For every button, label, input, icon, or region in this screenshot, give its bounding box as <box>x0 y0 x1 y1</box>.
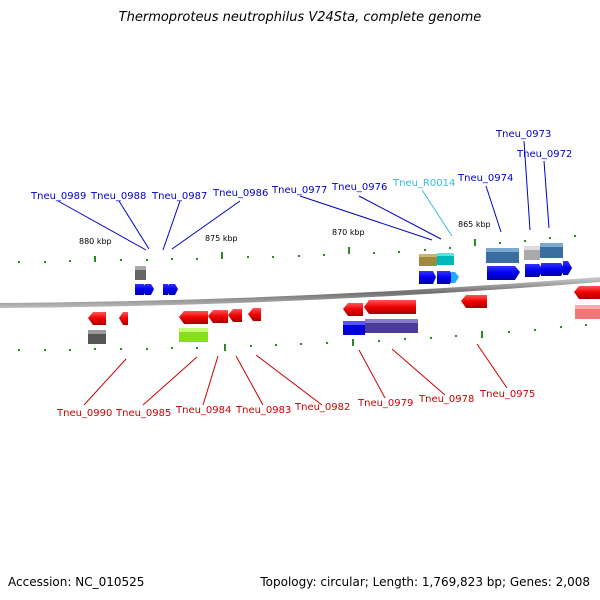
gene-block <box>135 266 146 280</box>
gene-arrow <box>525 264 543 277</box>
gene-arrow <box>179 311 208 324</box>
gene-arrow <box>574 286 600 299</box>
gene-label-tneu-0979: Tneu_0979 <box>357 398 413 409</box>
gene-arrow <box>487 266 520 280</box>
genome-backbone <box>0 277 600 308</box>
scale-label-865: 865 kbp <box>458 220 491 229</box>
gene-arrow <box>343 303 363 316</box>
gene-arrow <box>119 312 128 325</box>
gene-arrow <box>419 271 436 284</box>
gene-label-tneu-0983: Tneu_0983 <box>235 405 291 416</box>
gene-arrow <box>461 295 487 308</box>
gene-label-tneu-0976: Tneu_0976 <box>331 182 387 193</box>
gene-label-tneu-0988: Tneu_0988 <box>90 191 146 202</box>
gene-arrow <box>135 284 147 295</box>
gene-arrow <box>145 284 154 295</box>
gene-label-tneu-0975: Tneu_0975 <box>479 389 535 400</box>
gene-label-tneu-0972: Tneu_0972 <box>516 149 572 160</box>
gene-arrow <box>208 310 228 323</box>
gene-label-tneu-0985: Tneu_0985 <box>115 408 171 419</box>
gene-label-tneu-0990: Tneu_0990 <box>56 408 112 419</box>
gene-label-tneu-0989: Tneu_0989 <box>30 191 86 202</box>
gene-arrow <box>364 300 416 314</box>
gene-label-tneu-0977: Tneu_0977 <box>271 185 327 196</box>
reverse-gene-features <box>88 286 600 344</box>
gene-label-tneu-0984: Tneu_0984 <box>175 405 231 416</box>
gene-arrow <box>169 284 178 295</box>
gene-label-tneu-0986: Tneu_0986 <box>212 188 268 199</box>
genome-summary-text: Topology: circular; Length: 1,769,823 bp… <box>260 575 590 589</box>
scale-label-875: 875 kbp <box>205 234 238 243</box>
gene-label-tneu-0978: Tneu_0978 <box>418 394 474 405</box>
gene-arrow <box>88 312 106 325</box>
lower-scale-ticks <box>18 324 587 351</box>
gene-label-tneu-r0014: Tneu_R0014 <box>392 178 455 189</box>
gene-label-tneu-0982: Tneu_0982 <box>294 402 350 413</box>
gene-arrow <box>437 271 453 284</box>
map-title: Thermoproteus neutrophilus V24Sta, compl… <box>118 10 482 25</box>
gene-arrow <box>563 261 572 275</box>
gene-arrow <box>541 263 565 276</box>
gene-label-tneu-0974: Tneu_0974 <box>457 173 513 184</box>
upper-scale-ticks <box>18 235 576 263</box>
gene-label-tneu-0973: Tneu_0973 <box>495 129 551 140</box>
gene-arrow <box>248 308 261 321</box>
gene-arrow <box>228 309 242 322</box>
accession-text: Accession: NC_010525 <box>8 575 145 589</box>
gene-label-tneu-0987: Tneu_0987 <box>151 191 207 202</box>
scale-label-870: 870 kbp <box>332 228 365 237</box>
forward-gene-features <box>135 243 572 295</box>
scale-label-880: 880 kbp <box>79 237 112 246</box>
gene-arrow <box>451 272 459 283</box>
lower-connectors <box>83 343 508 406</box>
upper-connectors <box>57 140 550 251</box>
